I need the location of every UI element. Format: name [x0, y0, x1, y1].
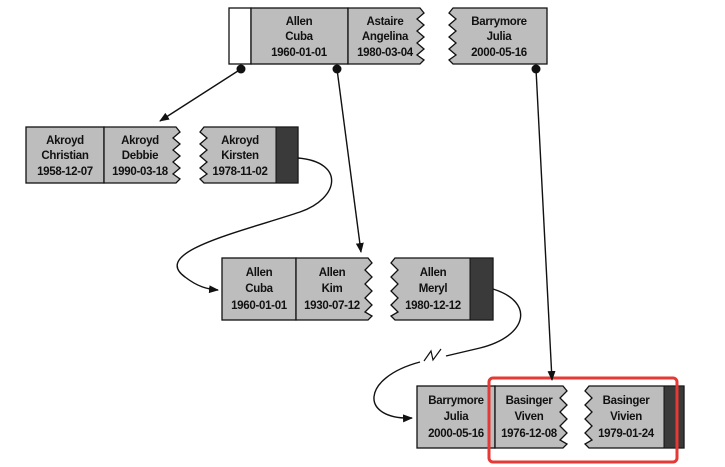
barrymore-next-pointer [663, 385, 685, 449]
akroyd-cell-1-line-3: 1958-12-07 [37, 166, 93, 178]
edge-root-to-akroyd [159, 68, 242, 122]
akroyd-cell-3-line-1: Akroyd [221, 135, 259, 147]
leaf-node-allen: Allen Cuba 1960-01-01 Allen Kim 1930-07-… [221, 257, 494, 321]
barrymore-cell-1-line-1: Barrymore [428, 395, 483, 407]
root-cell-2 [347, 7, 426, 65]
allen-cell-2 [295, 257, 374, 321]
allen-cell-1-line-2: Cuba [245, 283, 273, 295]
akroyd-cell-2-line-3: 1990-03-18 [112, 166, 169, 178]
barrymore-cell-3-line-1: Basinger [603, 395, 651, 407]
leaf-node-barrymore: Barrymore Julia 2000-05-16 Basinger Vive… [416, 385, 685, 449]
root-cell-1 [250, 7, 349, 65]
root-cell-3-line-2: Julia [487, 31, 513, 43]
root-cell-1-line-2: Cuba [285, 31, 313, 43]
akroyd-cell-3-line-3: 1978-11-02 [212, 166, 267, 178]
allen-cell-1 [221, 257, 297, 321]
leaf-node-akroyd: Akroyd Christian 1958-12-07 Akroyd Debbi… [25, 126, 299, 184]
allen-cell-3-line-2: Meryl [419, 283, 448, 295]
barrymore-cell-2-line-3: 1976-12-08 [501, 428, 558, 440]
akroyd-cell-1-line-1: Akroyd [46, 135, 84, 147]
barrymore-cell-2-line-1: Basinger [506, 395, 554, 407]
root-cell-3-line-1: Barrymore [471, 16, 526, 28]
root-cell-1-line-1: Allen [286, 16, 313, 28]
akroyd-cell-1-line-2: Christian [41, 150, 88, 162]
edge-allen-to-barrymore [373, 288, 522, 418]
allen-cell-1-line-1: Allen [246, 267, 273, 279]
barrymore-cell-2 [494, 385, 569, 449]
root-cell-3 [447, 7, 548, 65]
barrymore-cell-3-line-3: 1979-01-24 [598, 428, 655, 440]
barrymore-cell-1-line-2: Julia [444, 411, 470, 423]
akroyd-cell-3-line-2: Kirsten [221, 150, 259, 162]
barrymore-cell-1 [416, 385, 496, 449]
root-cell-2-line-2: Angelina [362, 31, 409, 43]
allen-cell-1-line-3: 1960-01-01 [231, 300, 288, 312]
edge-akroyd-to-allen [176, 157, 333, 294]
akroyd-next-pointer [275, 126, 299, 184]
root-node: Allen Cuba 1960-01-01 Astaire Angelina 1… [228, 7, 548, 74]
root-cell-1-line-3: 1960-01-01 [271, 47, 328, 59]
basinger-highlight-box [487, 376, 679, 464]
barrymore-cell-1-line-3: 2000-05-16 [428, 428, 484, 440]
akroyd-cell-2-line-1: Akroyd [121, 135, 159, 147]
allen-cell-3-line-3: 1980-12-12 [405, 300, 461, 312]
allen-cell-3-line-1: Allen [420, 267, 447, 279]
root-cell-3-line-3: 2000-05-16 [471, 47, 527, 59]
edge-root-to-barrymore [535, 68, 556, 381]
edge-root-to-allen [336, 68, 364, 253]
root-cell-2-line-3: 1980-03-04 [357, 47, 414, 59]
allen-cell-2-line-3: 1930-07-12 [304, 300, 360, 312]
allen-cell-2-line-1: Allen [319, 267, 346, 279]
akroyd-cell-2 [103, 126, 182, 184]
barrymore-cell-3-line-2: Vivien [610, 411, 642, 423]
root-empty-slot [228, 7, 252, 65]
root-cell-2-line-1: Astaire [367, 16, 404, 28]
edge-break-mark [423, 348, 442, 362]
allen-next-pointer [469, 257, 494, 321]
allen-cell-2-line-2: Kim [322, 283, 343, 295]
barrymore-cell-2-line-2: Viven [515, 411, 544, 423]
akroyd-cell-2-line-2: Debbie [122, 150, 159, 162]
